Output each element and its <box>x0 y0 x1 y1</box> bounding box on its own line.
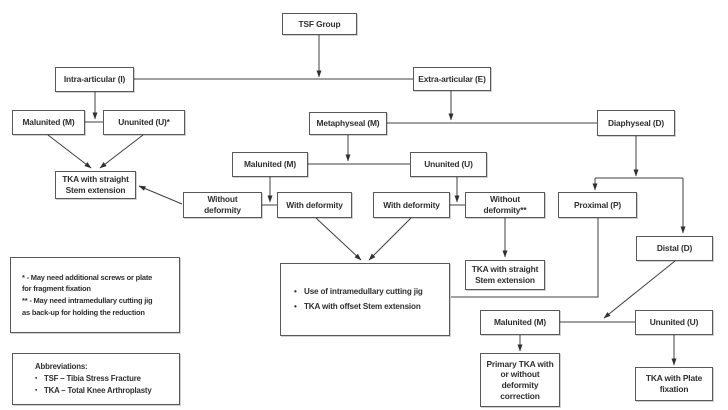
abbreviation-text: TKA – Total Knee Arthroplasty <box>44 385 152 395</box>
connector-malunited-intra-to-tka <box>47 134 92 169</box>
node-label: With deformity <box>383 199 440 210</box>
node-ununited-diaph: Ununited (U) <box>635 310 713 335</box>
node-extra-articular: Extra-articular (E) <box>413 67 491 91</box>
node-malunited-meta: Malunited (M) <box>232 152 308 177</box>
node-label: Malunited (M) <box>22 117 75 128</box>
node-without-deformity-2: Without deformity** <box>465 192 545 218</box>
node-label: Ununited (U) <box>424 159 473 170</box>
node-label: Distal (D) <box>656 243 693 254</box>
node-label: Ununited (U) <box>649 317 699 328</box>
footnotes-panel: * - May need additional screws or plate … <box>10 257 180 333</box>
node-tsf-group: TSF Group <box>282 13 357 35</box>
treatment-list: • Use of intramedullary cutting jig • TKA w… <box>294 282 423 318</box>
node-with-deformity-2: With deformity <box>373 192 450 218</box>
footnotes-text: * - May need additional screws or plate … <box>22 272 153 317</box>
node-ununited-meta: Ununited (U) <box>410 152 487 177</box>
connector-withoutdef1-to-tka <box>138 185 183 205</box>
node-label: Malunited (M) <box>493 317 546 328</box>
connector-distal-to-children <box>603 260 676 319</box>
node-primary-tka: Primary TKA with or without deformity co… <box>480 353 560 407</box>
node-diaphyseal: Diaphyseal (D) <box>597 110 675 136</box>
list-item: • Use of intramedullary cutting jig <box>294 287 423 297</box>
connector-withdef1-to-treatment <box>315 217 362 261</box>
node-label: Without deformity <box>204 194 241 215</box>
treatment-item-text: TKA with offset Stem extension <box>304 302 421 311</box>
treatment-item-text: Use of intramedullary cutting jig <box>304 286 423 296</box>
abbreviations-list: ▪ TSF – Tibia Stress Fracture ▪ TKA – To… <box>35 373 175 396</box>
node-label: Metaphyseal (M) <box>316 118 380 129</box>
square-bullet-icon: ▪ <box>35 375 38 383</box>
node-label: TKA with Plate fixation <box>645 373 703 394</box>
node-tka-straight-meta: TKA with straight Stem extension <box>465 260 545 290</box>
node-proximal: Proximal (P) <box>558 192 637 218</box>
connector-proximal-to-treatment <box>451 218 599 298</box>
node-with-deformity-1: With deformity <box>277 192 352 218</box>
bullet-icon: • <box>294 302 297 311</box>
node-label: Intra-articular (I) <box>63 74 126 85</box>
node-metaphyseal: Metaphyseal (M) <box>309 112 387 135</box>
node-label: TKA with straight Stem extension <box>471 264 539 285</box>
list-item: • TKA with offset Stem extension <box>294 302 423 312</box>
list-item: ▪ TSF – Tibia Stress Fracture <box>35 373 175 385</box>
node-label: TSF Group <box>298 18 341 29</box>
node-malunited-diaph: Malunited (M) <box>480 310 560 335</box>
connector-ununited-intra-to-tka <box>99 134 144 169</box>
abbreviation-text: TSF – Tibia Stress Fracture <box>44 374 141 384</box>
node-treatment-options: • Use of intramedullary cutting jig • TKA w… <box>280 263 450 336</box>
node-label: Ununited (U)* <box>118 117 170 128</box>
node-label: With deformity <box>286 199 343 210</box>
square-bullet-icon: ▪ <box>35 386 38 394</box>
node-malunited-intra: Malunited (M) <box>12 110 85 135</box>
node-label: Proximal (P) <box>573 199 622 210</box>
node-label: Without deformity** <box>483 194 527 215</box>
node-label: Malunited (M) <box>243 159 296 170</box>
node-label: Primary TKA with or without deformity co… <box>486 358 554 401</box>
list-item: ▪ TKA – Total Knee Arthroplasty <box>35 385 175 397</box>
node-label: TKA with straight Stem extension <box>62 174 129 195</box>
node-label: Diaphyseal (D) <box>607 117 665 128</box>
node-tka-plate: TKA with Plate fixation <box>635 367 713 401</box>
node-without-deformity-1: Without deformity <box>183 192 262 218</box>
connector-withdef2-to-treatment <box>368 217 412 261</box>
node-distal: Distal (D) <box>636 236 713 261</box>
node-intra-articular: Intra-articular (I) <box>55 67 134 92</box>
abbreviations-header: Abbreviations: <box>35 362 88 372</box>
node-ununited-intra: Ununited (U)* <box>103 110 185 135</box>
node-label: Extra-articular (E) <box>418 73 486 84</box>
node-tka-straight-intra: TKA with straight Stem extension <box>55 171 136 199</box>
abbreviations-panel: Abbreviations: ▪ TSF – Tibia Stress Frac… <box>12 353 180 405</box>
bullet-icon: • <box>294 286 297 296</box>
